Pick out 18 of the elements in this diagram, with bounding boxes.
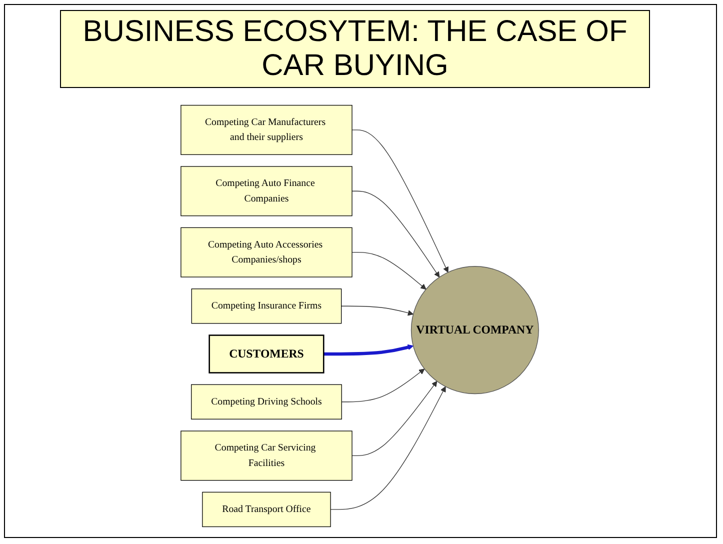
node-box: Competing Car Manufacturers and their suppliers xyxy=(180,104,353,155)
node-circle: VIRTUAL COMPANY xyxy=(411,266,540,394)
arrow xyxy=(324,344,414,356)
node-box: Road Transport Office xyxy=(202,492,332,528)
arrow xyxy=(352,190,440,278)
title: BUSINESS ECOSYTEM: THE CASE OF CAR BUYING xyxy=(60,10,650,88)
node-box: Competing Auto Finance Companies xyxy=(180,166,353,216)
arrow xyxy=(352,380,438,456)
node-box: Competing Insurance Firms xyxy=(192,288,342,324)
node-box: Competing Car Servicing Facilities xyxy=(180,430,353,481)
arrow xyxy=(352,252,426,290)
node-box: Competing Auto Accessories Companies/shops xyxy=(180,227,353,278)
arrow xyxy=(342,368,425,402)
node-box: CUSTOMERS xyxy=(208,334,324,374)
arrow xyxy=(330,386,446,510)
node-box: Competing Driving Schools xyxy=(191,384,342,420)
arrow xyxy=(352,130,449,273)
arrow xyxy=(341,306,414,316)
